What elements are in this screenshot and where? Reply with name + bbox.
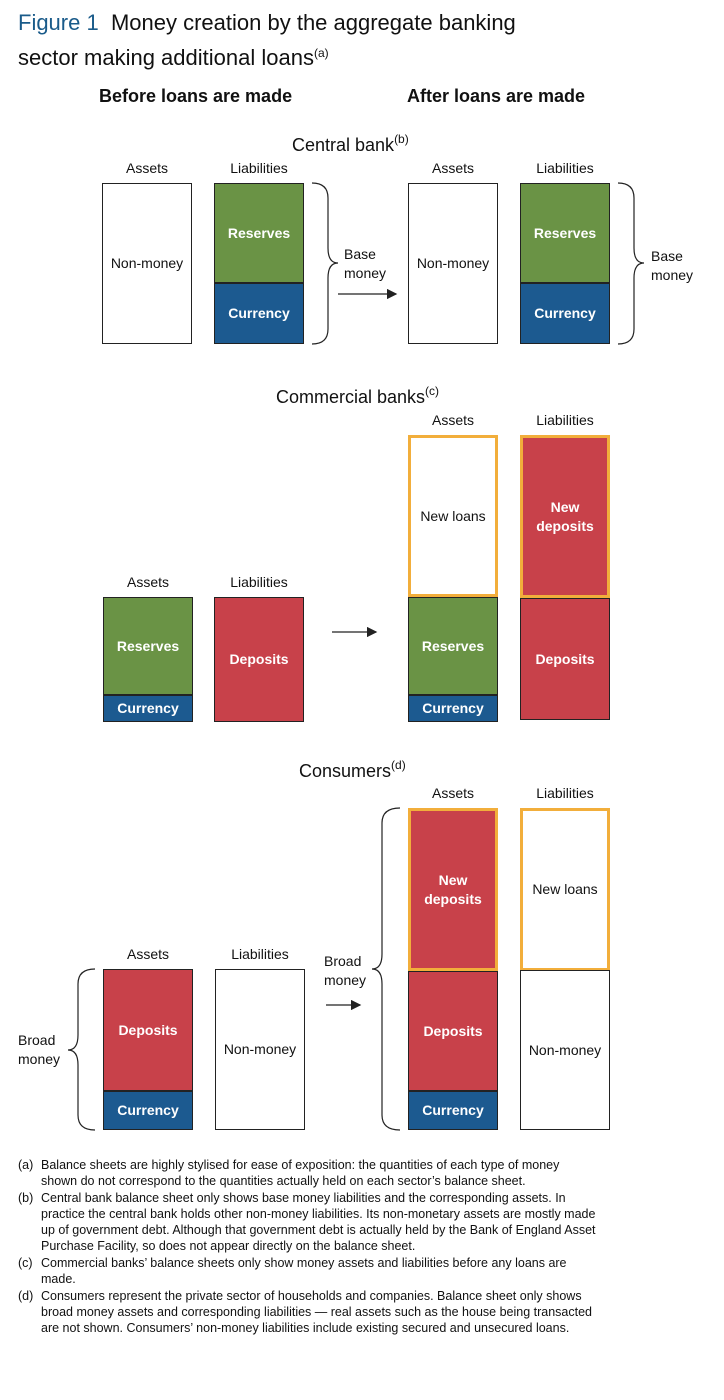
cons-after-new-deposits-line1: New [438, 871, 468, 888]
bank-after-deposits: Deposits [520, 598, 610, 720]
cons-after-broad-money-line1: Broad [324, 953, 362, 969]
cons-before-liabilities-label: Liabilities [231, 946, 289, 962]
cons-before-non-money: Non-money [215, 969, 305, 1130]
cons-before-assets-label: Assets [126, 946, 169, 962]
figure-title: Figure 1 Money creation by the aggregate… [18, 8, 516, 73]
cb-before-assets-label: Assets [125, 160, 168, 176]
cb-after-reserves: Reserves [520, 183, 610, 283]
cb-before-currency: Currency [214, 283, 304, 344]
cons-before-broad-money-line1: Broad [18, 1032, 56, 1048]
footnote-text: Central bank balance sheet only shows ba… [41, 1191, 596, 1253]
central-bank-heading: Central bank(b) [292, 132, 409, 156]
figure-label: Figure 1 [18, 10, 99, 35]
bank-before-liabilities-label: Liabilities [230, 574, 288, 590]
cons-after-non-money: Non-money [520, 970, 610, 1130]
cons-after-currency: Currency [408, 1091, 498, 1130]
footnote-b: (b) Central bank balance sheet only shows… [18, 1190, 598, 1254]
cb-after-base-money-label: Base money [651, 247, 693, 285]
cons-before-broad-money-line2: money [18, 1051, 61, 1067]
column-heading-before: Before loans are made [99, 86, 293, 106]
cons-after-assets-label: Assets [431, 785, 474, 801]
bank-before-deposits: Deposits [214, 597, 304, 722]
bank-before-assets-label: Assets [126, 574, 169, 590]
commercial-banks-heading: Commercial banks(c) [276, 384, 439, 408]
consumers-heading-text: Consumers [299, 761, 392, 781]
cons-after-deposits: Deposits [408, 971, 498, 1091]
bank-before-currency: Currency [103, 695, 193, 722]
bank-after-new-loans: New loans [408, 435, 498, 597]
footnote-d: (d) Consumers represent the private secto… [18, 1288, 598, 1336]
central-bank-footnote-ref: (b) [394, 132, 409, 146]
bank-after-liabilities-label: Liabilities [536, 412, 594, 428]
cb-after-liabilities-label: Liabilities [536, 160, 594, 176]
footnote-a: (a) Balance sheets are highly stylised fo… [18, 1157, 598, 1189]
cb-before-liabilities-label: Liabilities [230, 160, 288, 176]
cb-before-base-money-line2: money [344, 265, 387, 281]
cb-after-non-money: Non-money [408, 183, 498, 344]
central-bank-heading-text: Central bank [292, 135, 395, 155]
bank-before-reserves: Reserves [103, 597, 193, 695]
column-heading-after: After loans are made [407, 86, 586, 106]
footnote-key: (c) [18, 1256, 33, 1270]
cons-before-broad-money-label: Broad money [18, 1031, 60, 1069]
cons-before-currency: Currency [103, 1091, 193, 1130]
cons-after-brace [371, 807, 401, 1131]
footnotes: (a) Balance sheets are highly stylised fo… [18, 1157, 598, 1337]
commercial-banks-heading-text: Commercial banks [276, 387, 426, 407]
bank-after-new-deposits: New deposits [520, 435, 610, 598]
cb-before-brace [311, 182, 339, 345]
bank-after-new-deposits-line1: New [550, 498, 580, 515]
footnote-text: Balance sheets are highly stylised for e… [41, 1158, 560, 1188]
cons-before-deposits: Deposits [103, 969, 193, 1091]
footnote-key: (d) [18, 1289, 34, 1303]
bank-after-new-deposits-line2: deposits [536, 517, 594, 534]
cons-before-brace [67, 968, 96, 1131]
cb-before-non-money: Non-money [102, 183, 192, 344]
footnote-text: Consumers represent the private sector o… [41, 1289, 593, 1335]
cb-after-base-money-line2: money [651, 267, 694, 283]
footnote-text: Commercial banks’ balance sheets only sh… [41, 1256, 567, 1286]
cons-after-liabilities-label: Liabilities [536, 785, 594, 801]
cons-after-new-deposits: New deposits [408, 808, 498, 971]
bank-after-reserves: Reserves [408, 597, 498, 695]
cb-before-reserves: Reserves [214, 183, 304, 283]
cb-after-brace [617, 182, 645, 345]
title-footnote-ref: (a) [313, 46, 329, 60]
cons-after-new-loans: New loans [520, 808, 610, 971]
cb-after-assets-label: Assets [431, 160, 474, 176]
consumers-footnote-ref: (d) [391, 758, 406, 772]
cb-before-base-money-label: Base money [344, 245, 386, 283]
cons-after-broad-money-line2: money [324, 972, 367, 988]
cb-before-base-money-line1: Base [344, 246, 376, 262]
footnote-c: (c) Commercial banks’ balance sheets only… [18, 1255, 598, 1287]
commercial-banks-footnote-ref: (c) [425, 384, 440, 398]
cons-after-new-deposits-line2: deposits [424, 890, 482, 907]
title-line-2: sector making additional loans [18, 45, 314, 70]
footnote-key: (a) [18, 1158, 34, 1172]
bank-after-assets-label: Assets [431, 412, 474, 428]
title-line-1: Money creation by the aggregate banking [110, 10, 516, 35]
cb-after-currency: Currency [520, 283, 610, 344]
consumers-heading: Consumers(d) [299, 758, 406, 782]
cb-after-base-money-line1: Base [651, 248, 683, 264]
cons-after-broad-money-label: Broad money [324, 952, 366, 990]
bank-after-currency: Currency [408, 695, 498, 722]
footnote-key: (b) [18, 1191, 34, 1205]
